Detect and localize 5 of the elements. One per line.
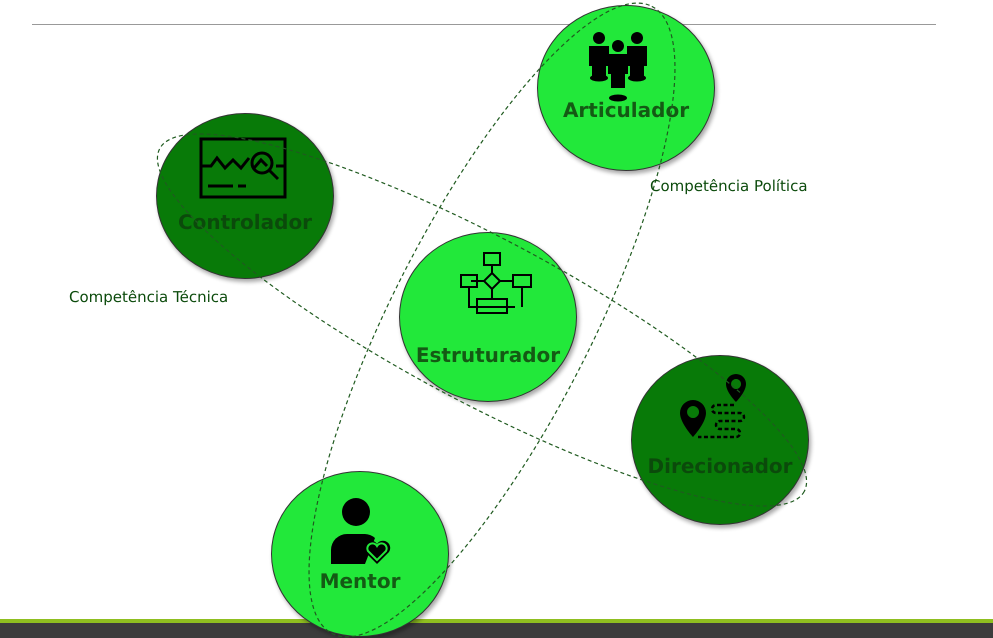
role-label: Mentor	[318, 569, 402, 593]
competence-label: Competência Política	[650, 177, 808, 195]
competence-label: Competência Técnica	[69, 288, 228, 306]
role-label: Articulador	[562, 98, 690, 122]
role-label: Estruturador	[414, 343, 562, 367]
